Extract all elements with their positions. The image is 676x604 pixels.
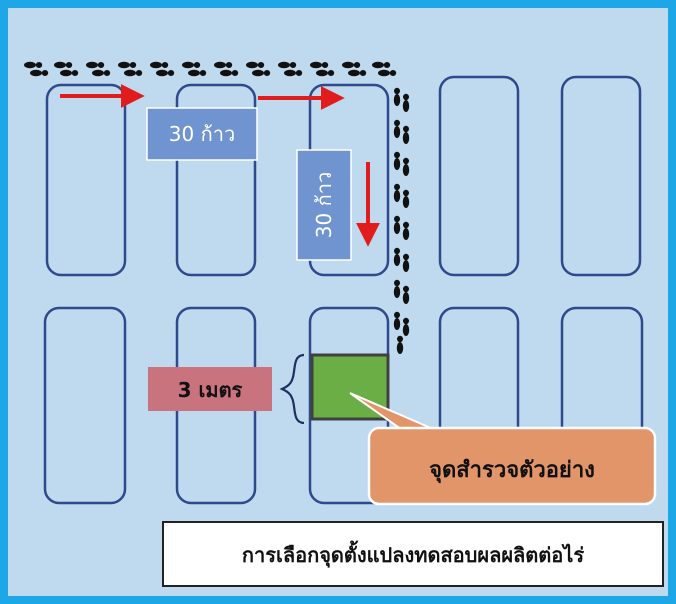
vertical-distance-label: 30 ก้าว (312, 172, 336, 238)
horizontal-distance-label: 30 ก้าว (169, 122, 235, 146)
horizontal-distance-box (146, 107, 258, 161)
sample-plot (310, 353, 390, 421)
vertical-distance-box (296, 149, 352, 261)
plot-r1-c1 (45, 83, 127, 277)
plot-r2-c1 (43, 306, 127, 505)
plot-width-box (148, 367, 272, 411)
title-box (162, 521, 664, 587)
sample-point-label: จุดสำรวจตัวอย่าง (429, 458, 595, 484)
plots-top-row (45, 75, 642, 277)
plot-r1-c2 (175, 83, 257, 277)
sample-callout-box (367, 426, 657, 506)
direction-arrows (60, 84, 380, 247)
diagram-title: การเลือกจุดตั้งแปลงทดสอบผลผลิตต่อไร่ (242, 540, 584, 568)
plot-width-label: 3 เมตร (178, 378, 243, 402)
plot-r1-c5 (560, 75, 642, 277)
brace-icon (279, 353, 305, 425)
plot-r1-c4 (438, 75, 520, 277)
